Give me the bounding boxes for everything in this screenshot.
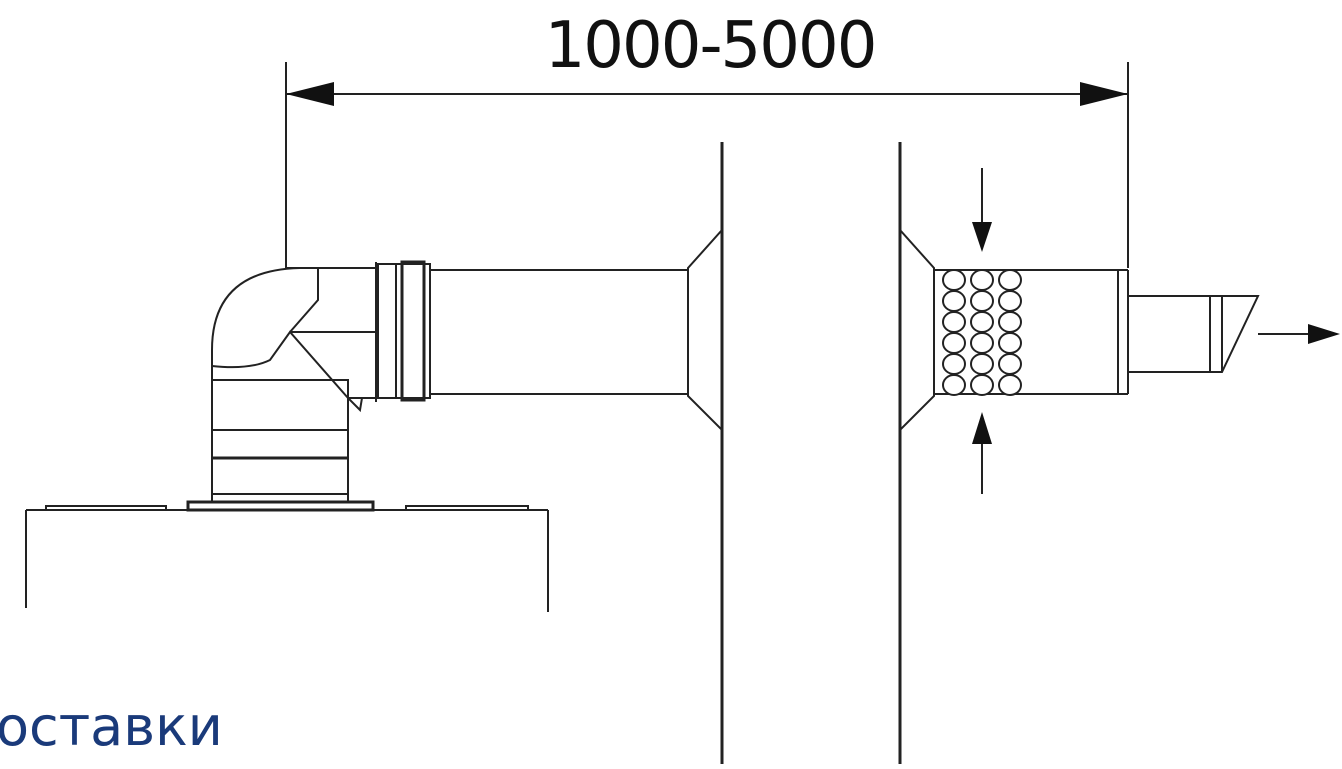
air-intake-perforations [942, 269, 1022, 396]
perforation-hole [998, 353, 1022, 375]
dimension-line [285, 62, 1129, 268]
perforation-hole [970, 374, 994, 396]
perforation-hole [942, 332, 966, 354]
perforation-hole [998, 290, 1022, 312]
wall [720, 142, 902, 764]
dimension-arrow-left [286, 82, 334, 106]
perforation-hole [970, 353, 994, 375]
dimension-label: 1000-5000 [544, 9, 878, 83]
perforation-hole [998, 269, 1022, 291]
horizontal-flue-pipe [430, 227, 1129, 433]
perforation-hole [998, 332, 1022, 354]
perforation-hole [970, 311, 994, 333]
dimension-arrow-right [1080, 82, 1128, 106]
perforation-hole [998, 374, 1022, 396]
exhaust-arrow [1258, 324, 1340, 344]
pipe-coupling [377, 260, 431, 402]
elbow-fitting [211, 262, 377, 503]
perforation-hole [998, 311, 1022, 333]
boiler-unit [25, 500, 549, 612]
perforation-hole [942, 269, 966, 291]
air-intake-arrows [972, 168, 992, 494]
perforation-hole [942, 353, 966, 375]
exhaust-terminal [1128, 295, 1260, 373]
perforation-hole [942, 290, 966, 312]
perforation-hole [970, 269, 994, 291]
perforation-hole [970, 290, 994, 312]
caption-text: оставки [0, 695, 223, 758]
perforation-hole [970, 332, 994, 354]
perforation-hole [942, 311, 966, 333]
perforation-hole [942, 374, 966, 396]
